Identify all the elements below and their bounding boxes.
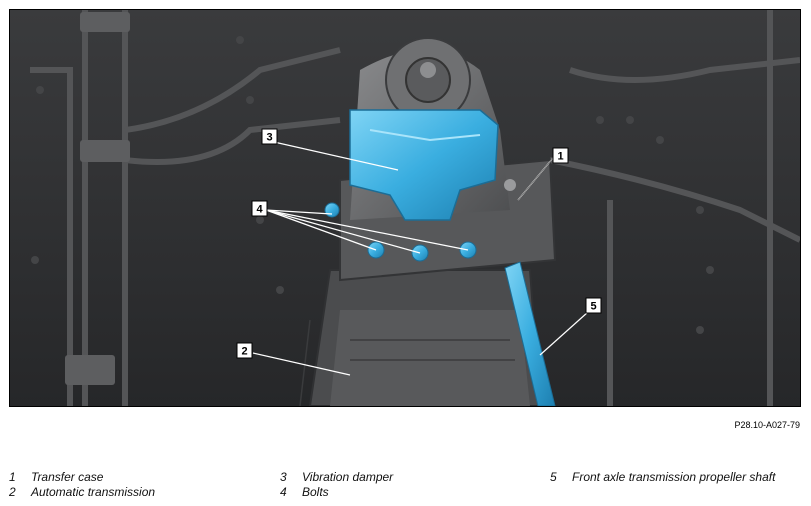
right-frame-rail xyxy=(549,10,800,406)
technical-illustration: 1 2 3 4 5 xyxy=(9,9,801,407)
left-frame-rail xyxy=(30,10,341,406)
svg-text:3: 3 xyxy=(266,132,272,144)
svg-text:2: 2 xyxy=(241,346,247,358)
leader-lines xyxy=(252,141,589,376)
callout-1: 1 xyxy=(552,147,569,164)
propeller-shaft-shape xyxy=(504,261,556,406)
automatic-transmission-body xyxy=(299,269,546,406)
callout-2: 2 xyxy=(236,342,253,359)
illustration-svg: 1 2 3 4 5 xyxy=(10,10,800,406)
svg-text:1: 1 xyxy=(557,151,563,163)
callout-4: 4 xyxy=(251,200,268,217)
callout-3: 3 xyxy=(261,128,278,145)
right-panel-holes xyxy=(31,36,714,334)
left-brackets xyxy=(65,12,130,385)
bolt-1 xyxy=(324,202,340,218)
callout-5: 5 xyxy=(585,297,602,314)
svg-text:5: 5 xyxy=(590,301,596,313)
damper-highlight xyxy=(369,129,481,142)
svg-text:4: 4 xyxy=(256,204,263,216)
figure-reference-code: P28.10-A027-79 xyxy=(734,420,800,430)
